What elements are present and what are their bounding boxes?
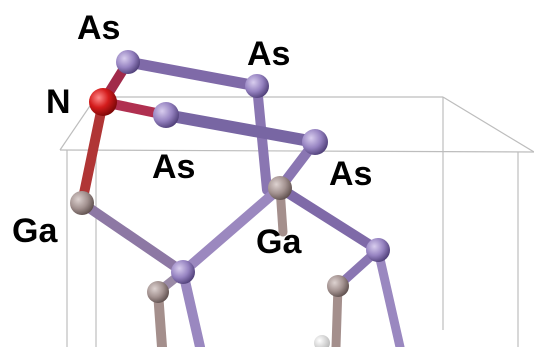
- atom-ga-left: [70, 191, 94, 215]
- label-as-top-left: As: [77, 9, 120, 47]
- cell-edge-front-top: [59, 149, 534, 153]
- atom-ga-lower-left: [147, 281, 169, 303]
- atom-ga-center: [268, 176, 292, 200]
- label-as-middle: As: [152, 148, 195, 186]
- atom-h-bottom: [314, 335, 330, 347]
- bond-n-ga1: [77, 97, 108, 208]
- label-ga-left: Ga: [12, 212, 58, 250]
- bond-ga2-as6: [275, 183, 383, 255]
- atom-ga-lower-right: [327, 275, 349, 297]
- bond-as5-down: [178, 267, 205, 347]
- bond-as1-as2: [122, 56, 263, 92]
- atom-n: [89, 88, 117, 116]
- label-ga-center: Ga: [256, 223, 302, 261]
- atom-as-right: [302, 129, 328, 155]
- bond-as3-as4: [160, 109, 321, 148]
- atom-as-top-left: [116, 50, 140, 74]
- label-as-right: As: [329, 155, 372, 193]
- atom-labels: As As N As As Ga Ga: [12, 9, 372, 261]
- bond-ga1-as5: [77, 198, 188, 277]
- atom-as-lower-center: [171, 260, 195, 284]
- bond-as6-down: [373, 245, 405, 347]
- atom-as-middle: [153, 102, 179, 128]
- label-n: N: [46, 83, 71, 121]
- atom-as-lower-right: [366, 238, 390, 262]
- cell-edge-top-right-diagonal: [442, 96, 534, 153]
- label-as-top-right: As: [247, 35, 290, 73]
- atom-as-top-right: [245, 74, 269, 98]
- bond-ga2-as5: [178, 183, 285, 277]
- atoms: [70, 50, 390, 347]
